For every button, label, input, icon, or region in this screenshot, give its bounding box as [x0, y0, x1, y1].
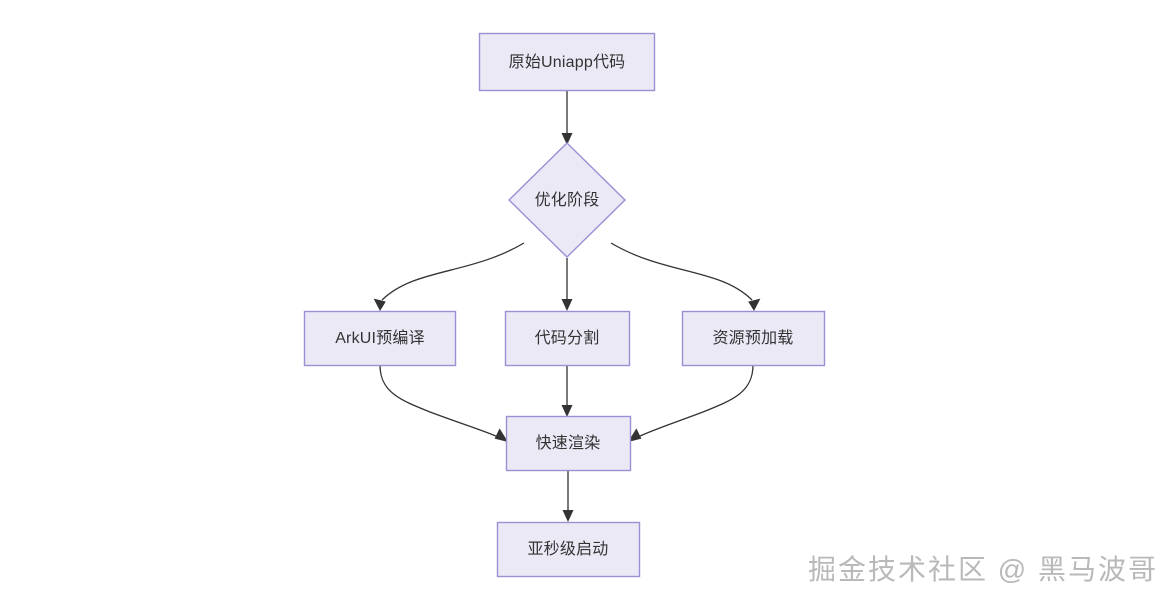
- node-code-split[interactable]: 代码分割: [504, 310, 631, 367]
- edge-stage-to-preload: [610, 242, 761, 311]
- edge-source-to-stage: [561, 91, 573, 145]
- node-fast-render[interactable]: 快速渲染: [505, 415, 632, 472]
- node-arkui-precompile[interactable]: ArkUI预编译: [303, 310, 457, 367]
- node-optimization-stage[interactable]: 优化阶段: [508, 142, 626, 258]
- edge-stage-to-codesplit: [561, 258, 573, 311]
- edge-render-to-startup: [562, 470, 574, 522]
- node-original-uniapp-code[interactable]: 原始Uniapp代码: [478, 32, 656, 92]
- node-resource-preload[interactable]: 资源预加载: [681, 310, 826, 367]
- edge-stage-to-precompile: [373, 242, 525, 311]
- edge-layer: [373, 91, 761, 522]
- edge-codesplit-to-render: [561, 365, 573, 417]
- watermark-text: 掘金技术社区 @ 黑马波哥: [808, 554, 1158, 585]
- node-subsecond-startup[interactable]: 亚秒级启动: [496, 521, 641, 578]
- edge-precompile-to-render: [379, 364, 508, 442]
- edge-preload-to-render: [628, 364, 754, 442]
